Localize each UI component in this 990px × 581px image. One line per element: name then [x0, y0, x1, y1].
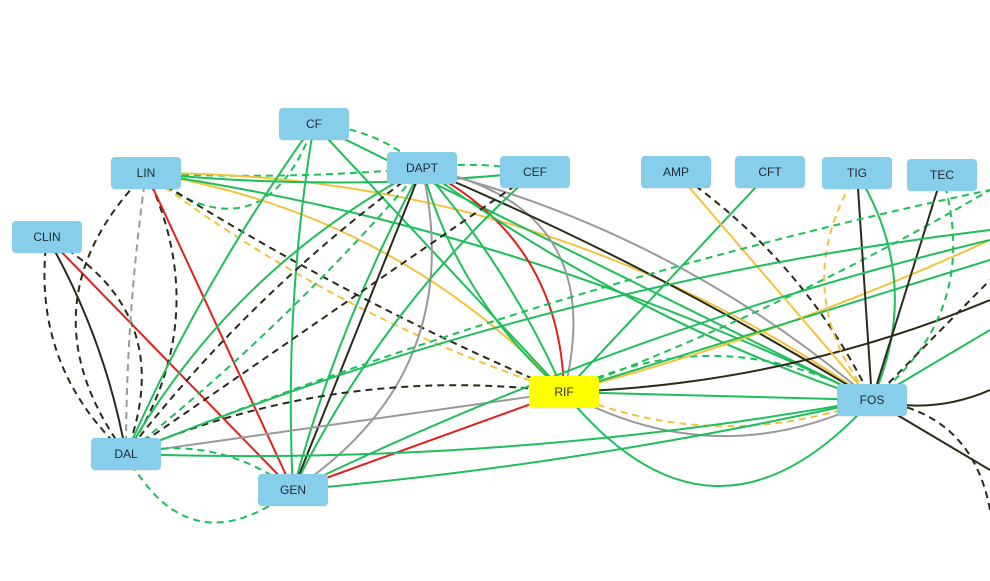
- edge-tig-fos: [856, 172, 873, 401]
- edge-dapt-dal: [125, 167, 423, 455]
- edge-cef-dal: [125, 171, 536, 455]
- edge-dapt-rif: [421, 167, 565, 393]
- edge-lin-rif: [145, 172, 565, 393]
- edge-rif-fos: [563, 391, 873, 438]
- edge-gen-e990240: [292, 239, 990, 491]
- edge-lin-rif: [145, 172, 565, 393]
- edge-clin-dal: [43, 236, 127, 455]
- edge-lin-rif: [145, 172, 565, 393]
- node-label: TIG: [847, 166, 867, 180]
- node-dapt[interactable]: DAPT: [387, 152, 457, 184]
- edge-dapt-gen: [292, 167, 433, 491]
- edge-dal-gen: [125, 447, 294, 491]
- edge-dapt-fos: [421, 167, 873, 401]
- node-cft[interactable]: CFT: [735, 156, 805, 188]
- node-clin[interactable]: CLIN: [12, 221, 82, 253]
- edge-amp-fos: [675, 171, 873, 401]
- edge-rif-fos: [563, 391, 873, 428]
- edge-tec-fos: [871, 174, 955, 401]
- node-dal[interactable]: DAL: [91, 438, 161, 470]
- edge-dal-gen: [125, 453, 294, 524]
- edge-rif-e990190: [563, 189, 990, 393]
- node-amp[interactable]: AMP: [641, 156, 711, 188]
- edge-clin-dal: [46, 236, 143, 455]
- edge-rif-fos: [563, 391, 873, 487]
- edge-cf-gen: [289, 123, 315, 491]
- node-label: LIN: [136, 166, 156, 180]
- edge-dapt-rif: [421, 167, 565, 393]
- edge-dapt-dal: [125, 167, 423, 455]
- node-label: AMP: [662, 165, 689, 179]
- edge-dapt-gen: [292, 167, 423, 491]
- node-label: CEF: [523, 165, 547, 179]
- node-label: DAPT: [405, 161, 438, 175]
- node-label: CLIN: [33, 230, 61, 244]
- edge-rif-dal: [125, 391, 565, 455]
- edge-dal-e990230: [125, 229, 990, 455]
- edge-rif-fos: [563, 354, 873, 401]
- edge-rif-cft: [563, 171, 771, 393]
- node-label: TEC: [930, 168, 954, 182]
- edge-fos-gen: [292, 399, 873, 491]
- edge-lin-fos: [145, 172, 873, 401]
- edge-lin-dapt: [145, 167, 423, 177]
- edge-lin-dal: [74, 172, 147, 455]
- node-label: GEN: [279, 483, 306, 497]
- edge-clin-dal: [46, 236, 127, 455]
- edge-tig-fos: [856, 172, 896, 401]
- edge-cf-dal: [125, 123, 315, 455]
- edge-rif-e990260: [563, 259, 990, 393]
- edge-rif-fos: [563, 391, 873, 401]
- node-cf[interactable]: CF: [279, 108, 349, 140]
- node-rif[interactable]: RIF: [529, 376, 599, 408]
- edge-rif-e990300: [563, 299, 990, 393]
- edge-dapt-fos: [421, 167, 873, 401]
- node-label: DAL: [114, 447, 138, 461]
- node-label: FOS: [859, 393, 885, 407]
- edge-dapt-gen: [292, 167, 423, 491]
- edge-tig-fos: [823, 172, 873, 401]
- edge-dal-e990190: [125, 189, 990, 455]
- node-cef[interactable]: CEF: [500, 156, 570, 188]
- node-tig[interactable]: TIG: [822, 157, 892, 189]
- edge-cef-gen: [292, 171, 536, 491]
- edge-dapt-fos: [421, 167, 873, 401]
- edge-lin-dal: [125, 172, 147, 455]
- edge-amp-fos: [675, 171, 873, 401]
- edge-lin-gen: [145, 172, 294, 491]
- node-fos[interactable]: FOS: [837, 384, 907, 416]
- edge-lin-cf: [145, 123, 315, 210]
- node-label: RIF: [554, 385, 574, 399]
- node-label: CFT: [758, 165, 782, 179]
- edge-fos-e990280: [871, 279, 990, 401]
- edge-dapt-rif: [421, 167, 565, 393]
- edge-fos-e990510: [871, 399, 990, 511]
- edge-lin-cef: [145, 171, 536, 184]
- node-gen[interactable]: GEN: [258, 474, 328, 506]
- node-tec[interactable]: TEC: [907, 159, 977, 191]
- edge-fos-dal: [125, 399, 873, 458]
- node-label: CF: [306, 117, 322, 131]
- edge-cf-rif: [313, 123, 565, 393]
- edge-layer: [43, 123, 990, 524]
- node-lin[interactable]: LIN: [111, 157, 181, 189]
- edge-dapt-dal: [125, 167, 423, 455]
